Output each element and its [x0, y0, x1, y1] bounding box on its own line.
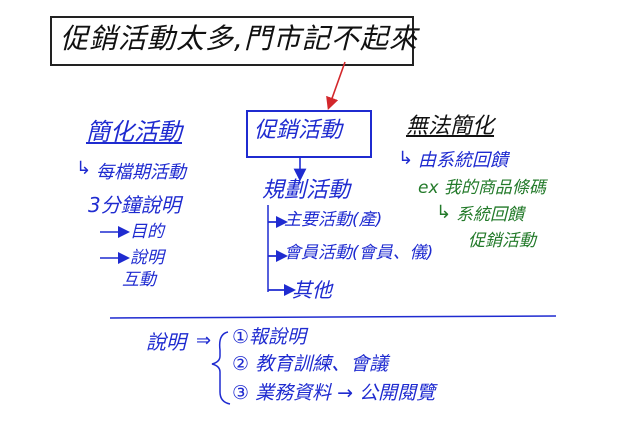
right-arrow-glyph-2: ↳ — [436, 202, 452, 223]
left-item-1: 目的 — [130, 222, 164, 242]
right-line1: 由系統回饋 — [418, 150, 508, 171]
left-arrow-glyph: ↳ — [76, 158, 92, 179]
right-line3: 系統回饋 — [456, 205, 524, 225]
bottom-item-2: ② 教育訓練、會議 — [232, 353, 389, 375]
right-title: 無法簡化 — [406, 114, 495, 139]
center-box-label: 促銷活動 — [254, 118, 343, 143]
center-item-member: 會員活動(會員、儀) — [284, 243, 434, 263]
left-line2: 3分鐘說明 — [88, 193, 181, 217]
bottom-label-arrow: ⇒ — [196, 330, 212, 351]
bottom-brace — [211, 331, 231, 405]
right-arrow-glyph-1: ↳ — [398, 148, 414, 169]
center-sub-title: 規劃活動 — [262, 178, 351, 203]
left-item-3: 互動 — [122, 270, 156, 290]
bottom-label: 說明 — [146, 330, 186, 354]
center-item-main: 主要活動(產) — [284, 210, 383, 230]
right-line4: 促銷活動 — [468, 231, 536, 251]
title-to-center-arrow — [326, 61, 346, 111]
center-item-other: 其他 — [292, 278, 332, 302]
left-line1: 每檔期活動 — [96, 162, 186, 183]
left-item-2: 說明 — [130, 248, 164, 268]
right-line2: ex 我的商品條碼 — [418, 178, 546, 198]
bottom-item-3: ③ 業務資料 → 公開閱覽 — [232, 382, 436, 404]
divider-line — [109, 315, 557, 319]
title-box — [50, 16, 414, 66]
left-title: 簡化活動 — [86, 118, 182, 146]
center-box — [246, 110, 372, 158]
center-tree-branch — [267, 205, 290, 292]
title-text: 促銷活動太多,門市記不起來 — [60, 22, 418, 55]
bottom-item-1: ①報說明 — [232, 326, 307, 348]
